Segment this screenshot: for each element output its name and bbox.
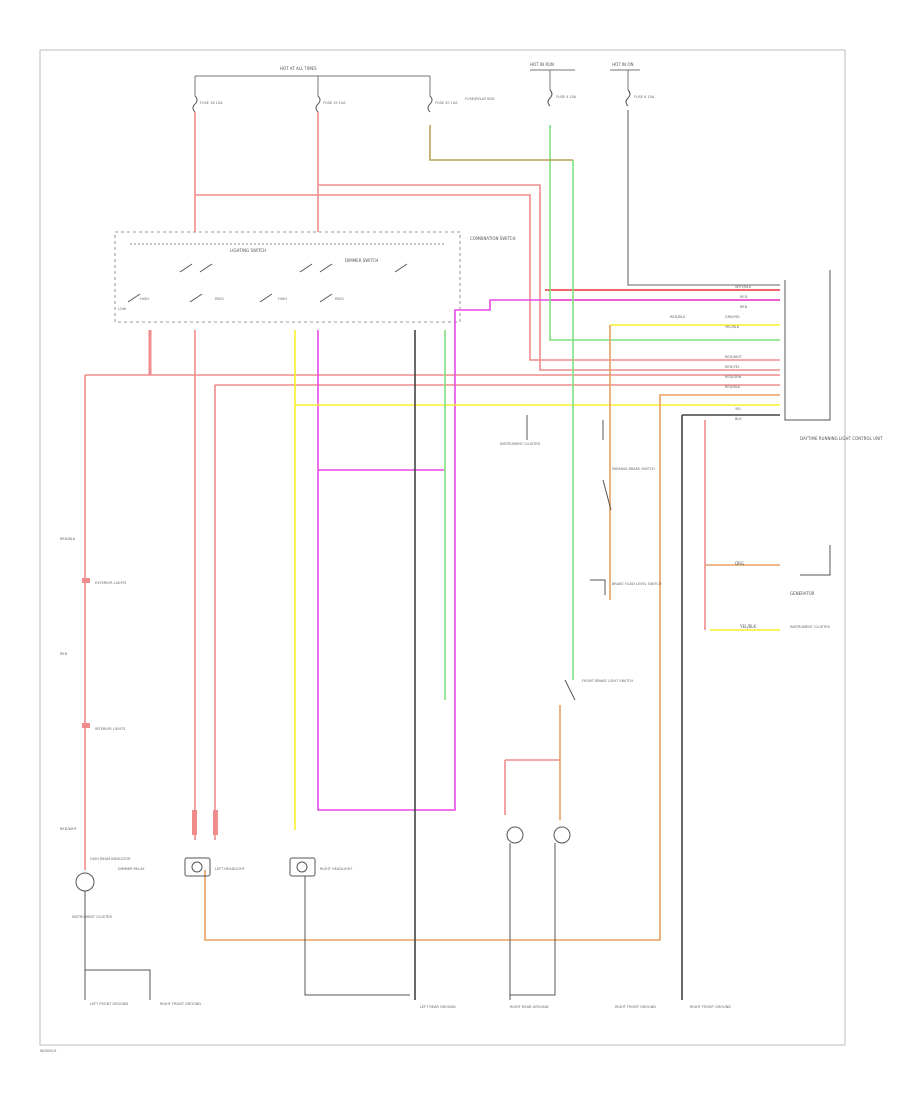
left-brake-lamp [506,826,524,844]
wires [84,110,780,1000]
ground-3-label: LEFT REAR GROUND [420,1005,456,1009]
wl-yel: YEL [735,407,741,411]
right-brake-lamp [553,826,571,844]
wl-red-blk: RED/BLK [725,385,741,389]
right-headlight-label: RIGHT HEADLIGHT [320,867,353,871]
wire-pink-to-unit-1 [195,194,780,361]
fuse-a-label: FUSE 18 10A [200,101,223,105]
instrument-cluster-label-2: INSTRUMENT CLUSTER [790,625,830,629]
fuse-e-label: FUSE 6 15A [634,95,655,99]
wl-red-2: RED [740,305,748,309]
instrument-cluster-label: INSTRUMENT CLUSTER [72,915,112,919]
sw-high-2: HIGH [278,297,287,301]
fuse-d-label: FUSE 4 10A [556,95,577,99]
wl-red-1: RED [740,295,748,299]
brake-area: INSTRUMENT CLUSTER PARKING BRAKE SWITCH … [500,415,662,1000]
headlights: DIMMER RELAY LEFT HEADLIGHT RIGHT HEADLI… [118,810,410,996]
unit-wire-tags: WHT/BLK RED RED RED/BLU GRN/YEL YEL/BLK … [670,285,752,421]
sw-pass-2: PASS [335,297,345,301]
wl-left-red-wht: RED/WHT [60,827,78,831]
ground-5-label: RIGHT FRONT GROUND [615,1005,656,1009]
power-bus: HOT AT ALL TIMES HOT IN RUN HOT IN ON [194,62,640,96]
wire-pink-to-left-hl-2 [214,384,780,840]
left-headlight [184,857,211,877]
wire-gray [627,110,780,286]
fuse-box-label: FUSE/RELAY BOX [465,97,495,101]
brake-fluid-label: BRAKE FLUID LEVEL SWITCH [612,582,662,586]
fuse-c-label: FUSE 20 10A [435,101,458,105]
right-headlight [289,857,316,877]
footer-code: W000001 [40,1049,57,1053]
wl-left-red-blk: RED/BLK [60,537,76,541]
bus-label-hot-in-run: HOT IN RUN [530,62,554,67]
sw-low-1: LOW [118,307,127,311]
dimmer-switch-label: DIMMER SWITCH [345,258,378,263]
wire-pink-to-unit-2 [318,184,780,371]
wire-yellow [294,330,780,830]
bus-label-hot-in-on: HOT IN ON [612,62,633,67]
ground-2-label: RIGHT FRONT GROUND [160,1002,201,1006]
wire-tan [429,125,573,161]
bus-label-hot-at-all-times: HOT AT ALL TIMES [280,66,317,71]
wl-red-wht: RED/WHT [725,355,743,359]
ground-4-label: RIGHT REAR GROUND [510,1005,549,1009]
high-beam-indicator-bulb [75,872,95,892]
wl-wht-blk: WHT/BLK [735,285,752,289]
ground-6-label: RIGHT FRONT GROUND [690,1005,731,1009]
left-column: RED/BLK EXTERIOR LIGHTS RED INTERIOR LIG… [60,537,151,1000]
high-beam-indicator-label: HIGH BEAM INDICATOR [90,857,131,861]
diagram-frame [39,49,846,1046]
fuses: FUSE 18 10A FUSE 19 10A FUSE 20 10A FUSE… [192,70,655,113]
dimmer-relay-label: DIMMER RELAY [118,867,145,871]
grounds: LEFT FRONT GROUND RIGHT FRONT GROUND LEF… [40,1002,731,1053]
exterior-light-label: EXTERIOR LIGHTS [95,581,127,585]
combination-switch-label: COMBINATION SWITCH [470,236,515,241]
wl-yel-blk-2: YEL/BLK [725,325,740,329]
daytime-unit-label: DAYTIME RUNNING LIGHT CONTROL UNIT [800,436,883,441]
wl-red-yel: RED/YEL [725,365,740,369]
wl-yel-blk: YEL/BLK [739,624,757,629]
combination-switch: COMBINATION SWITCH LIGHTING SWITCH DIMME… [114,231,515,323]
wire-green-1 [549,125,780,341]
sw-high-1: HIGH [140,297,149,301]
left-headlight-label: LEFT HEADLIGHT [215,867,246,871]
wl-left-red: RED [60,652,68,656]
parking-brake-switch-label: PARKING BRAKE SWITCH [612,467,655,471]
front-brake-switch-label: FRONT BRAKE LIGHT SWITCH [582,679,633,683]
daytime-running-light-unit: DAYTIME RUNNING LIGHT CONTROL UNIT GENER… [735,270,883,629]
wl-grn-yel: GRN/YEL [725,315,740,319]
wl-red-grn: RED/GRN [725,375,742,379]
instrument-cluster-mid-label: INSTRUMENT CLUSTER [500,442,540,446]
generator-label: GENERATOR [790,591,815,596]
sw-pass-1: PASS [215,297,225,301]
wire-orange-loop [204,394,780,941]
wire-black-2 [681,414,780,1000]
wire-magenta [317,299,780,811]
lighting-switch-label: LIGHTING SWITCH [230,248,266,253]
fuse-b-label: FUSE 19 10A [323,101,346,105]
wl-blk: BLK [735,417,742,421]
ground-1-label: LEFT FRONT GROUND [90,1002,129,1006]
interior-light-label: INTERIOR LIGHTS [95,727,126,731]
wl-org: ORG [735,561,744,566]
wl-red-blu: RED/BLU [670,315,686,319]
